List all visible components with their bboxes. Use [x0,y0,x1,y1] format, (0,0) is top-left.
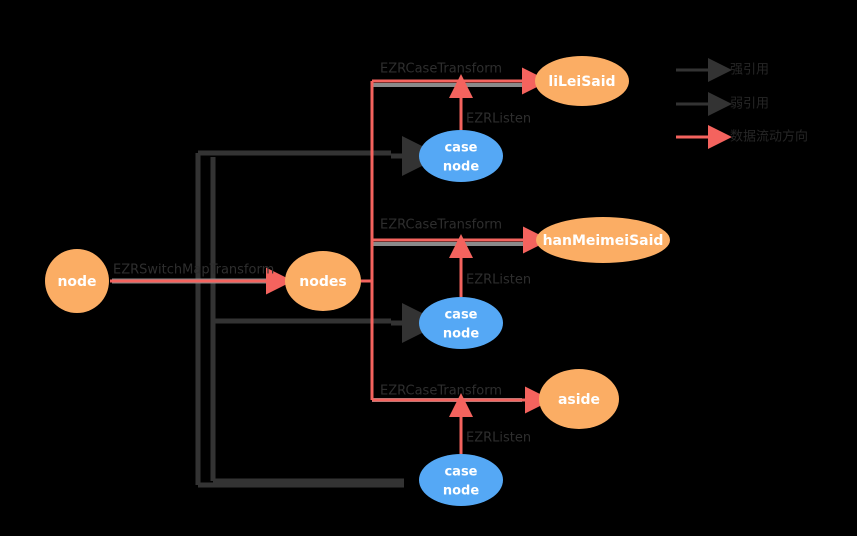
edge-label-listen-1: EZRListen [466,112,531,127]
edge-label-switchmap: EZRSwitchMapTransform [113,263,274,278]
node-case-node-3-shape[interactable] [419,454,503,506]
node-aside-label: aside [558,392,600,408]
node-liLeiSaid[interactable]: liLeiSaid [535,56,629,106]
node-case-node-2-label-line2: node [443,327,479,342]
node-case-node-1-shape[interactable] [419,130,503,182]
legend-data-flow-label: 数据流动方向 [730,129,808,145]
node-case-node-2-shape[interactable] [419,297,503,349]
node-case-node-3-label-line1: case [444,465,477,480]
node-aside-shape[interactable] [539,369,619,429]
data-flow-group [110,67,552,454]
node-case-node-1-label-line2: node [443,160,479,175]
node-case-node-1-label-line1: case [444,141,477,156]
node-node-shape[interactable] [45,249,109,313]
edge-label-listen-2: EZRListen [466,273,531,288]
legend-strong-ref-label: 强引用 [730,63,769,78]
node-hanMeimeiSaid-label: hanMeimeiSaid [543,233,664,249]
edge-label-case-transform-3: EZRCaseTransform [380,384,502,399]
legend-entry-weak-ref: 弱引用 [676,92,769,116]
node-hanMeimeiSaid[interactable]: hanMeimeiSaid [536,217,670,263]
edge-labels-group: EZRSwitchMapTransform EZRCaseTransform E… [113,62,531,446]
legend-entry-strong-ref: 强引用 [676,58,769,82]
node-node[interactable]: node [45,249,109,313]
node-liLeiSaid-label: liLeiSaid [548,74,615,90]
nodes-group: node nodes liLeiSaid hanMeimeiSaid aside [45,56,670,506]
node-node-label: node [57,274,96,290]
edge-label-case-transform-1: EZRCaseTransform [380,62,502,77]
node-case-node-2-label-line1: case [444,308,477,323]
node-nodes-shape[interactable] [285,251,361,311]
node-nodes[interactable]: nodes [285,251,361,311]
legend-entry-data-flow: 数据流动方向 [676,125,808,149]
node-case-node-1[interactable]: case node [419,130,503,182]
legend-weak-ref-label: 弱引用 [730,97,769,112]
node-nodes-label: nodes [299,274,346,290]
node-case-node-2[interactable]: case node [419,297,503,349]
edge-label-case-transform-2: EZRCaseTransform [380,218,502,233]
node-case-node-3[interactable]: case node [419,454,503,506]
legend: 强引用 弱引用 数据流动方向 [676,58,808,149]
node-case-node-3-label-line2: node [443,484,479,499]
edge-label-listen-3: EZRListen [466,431,531,446]
node-hanMeimeiSaid-shape[interactable] [536,217,670,263]
node-aside[interactable]: aside [539,369,619,429]
node-liLeiSaid-shape[interactable] [535,56,629,106]
